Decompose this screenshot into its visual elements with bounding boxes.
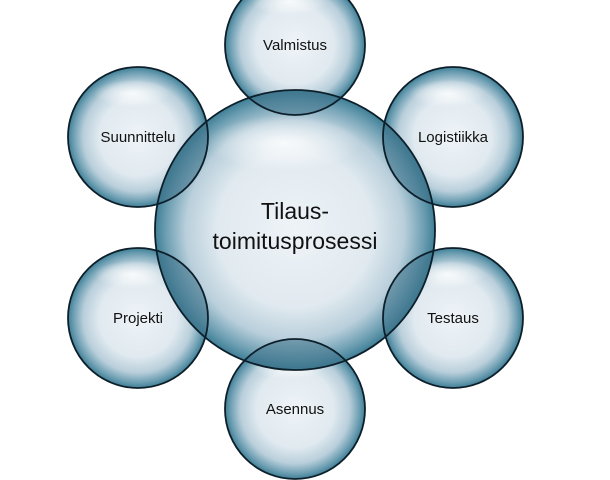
satellite-label-testaus: Testaus [427, 310, 479, 327]
satellite-label-valmistus: Valmistus [263, 37, 327, 54]
satellite-outline-asennus [224, 338, 366, 480]
satellite-label-suunnittelu: Suunnittelu [100, 129, 175, 146]
center-label-line2: toimitusprosessi [213, 228, 378, 254]
satellite-outline-projekti [67, 247, 209, 389]
satellite-bubble-logistiikka-highlight [408, 79, 486, 108]
center-outline [154, 89, 436, 371]
satellite-label-logistiikka: Logistiikka [418, 129, 489, 146]
center-label-line1: Tilaus- [261, 198, 329, 224]
satellite-bubble-valmistus-highlight [250, 0, 328, 16]
satellite-outline-testaus [382, 247, 524, 389]
center-bubble-highlight [206, 115, 361, 172]
satellite-bubble-suunnittelu-highlight [93, 79, 171, 108]
satellite-bubble-projekti-highlight [93, 260, 171, 289]
satellite-bubble-valmistus [225, 0, 365, 115]
satellite-outline-valmistus [224, 0, 366, 116]
satellite-outline-suunnittelu [67, 66, 209, 208]
satellite-label-projekti: Projekti [113, 310, 163, 327]
satellite-label-asennus: Asennus [266, 401, 324, 418]
satellite-outline-logistiikka [382, 66, 524, 208]
